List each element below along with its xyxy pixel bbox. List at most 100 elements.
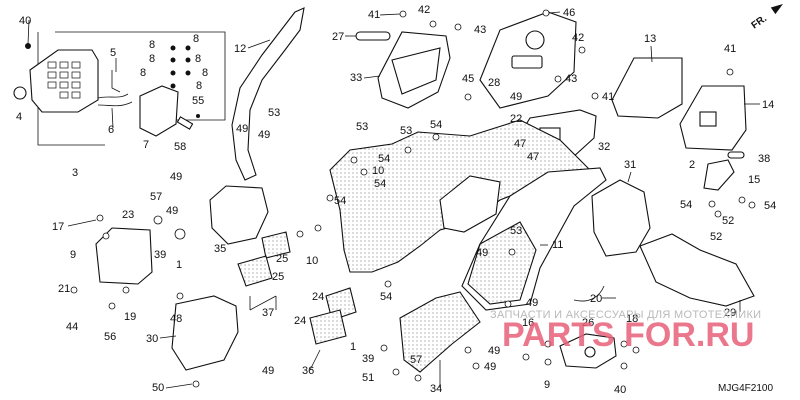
callout-c41c: 41: [724, 43, 736, 55]
callout-c3: 3: [72, 167, 78, 179]
callout-c45: 45: [462, 73, 474, 85]
callout-c54c: 54: [430, 119, 442, 131]
callout-c32: 32: [598, 141, 610, 153]
glovebox-lid-part: [611, 57, 683, 119]
callout-c42a: 42: [418, 4, 430, 16]
callout-c13: 13: [644, 33, 656, 45]
callout-c54g: 54: [380, 291, 392, 303]
callout-c49c: 49: [258, 129, 270, 141]
callout-c55: 55: [192, 95, 204, 107]
callout-c16: 16: [522, 317, 534, 329]
callout-c35: 35: [214, 243, 226, 255]
callout-c22: 22: [510, 113, 522, 125]
callout-c15: 15: [748, 174, 760, 186]
bracket-part: [703, 159, 735, 191]
callout-c31: 31: [624, 159, 636, 171]
callout-c30: 30: [146, 333, 158, 345]
callout-c49f: 49: [476, 247, 488, 259]
callout-c49e: 49: [166, 205, 178, 217]
lower-storage-part: [171, 295, 239, 371]
callout-c4: 4: [16, 111, 22, 123]
callout-c56: 56: [104, 331, 116, 343]
callout-c8d: 8: [195, 53, 201, 65]
callout-c57b: 57: [410, 354, 422, 366]
callout-c23: 23: [122, 209, 134, 221]
right-lower-shroud-part: [639, 233, 755, 307]
callout-c29: 29: [724, 307, 736, 319]
callout-c9b: 9: [544, 379, 550, 391]
front-direction-arrow: FR.: [750, 3, 783, 31]
callout-c49b: 49: [236, 123, 248, 135]
knob-part: [13, 86, 27, 100]
callout-c12: 12: [234, 43, 246, 55]
callout-c7: 7: [143, 139, 149, 151]
callout-c49g: 49: [262, 365, 274, 377]
callout-c42b: 42: [572, 32, 584, 44]
callout-c37: 37: [262, 307, 274, 319]
callout-c49i: 49: [484, 361, 496, 373]
callout-c2: 2: [689, 159, 695, 171]
callout-c53d: 53: [510, 225, 522, 237]
callout-c54f: 54: [334, 195, 346, 207]
callout-c54b: 54: [764, 200, 776, 212]
callout-c54a: 54: [680, 199, 692, 211]
callout-c8a: 8: [149, 39, 155, 51]
callout-c47b: 47: [527, 151, 539, 163]
right-upper-shroud-part: [591, 179, 651, 257]
lower-center-panel-part: [399, 291, 481, 373]
callout-c38: 38: [758, 153, 770, 165]
callout-c10a: 10: [372, 165, 384, 177]
switch-panel-group: [13, 31, 226, 146]
callout-c1b: 1: [350, 341, 356, 353]
mat-part-a: [261, 231, 291, 259]
callout-c48: 48: [170, 313, 182, 325]
switch-panel-part: [29, 49, 99, 113]
callout-c11: 11: [552, 239, 563, 251]
callout-c19: 19: [124, 311, 136, 323]
callout-c14: 14: [762, 99, 774, 111]
callout-c8e: 8: [140, 67, 146, 79]
direction-label: FR.: [750, 13, 770, 31]
callout-c51: 51: [362, 372, 374, 384]
callout-c25a: 25: [276, 253, 288, 265]
callout-c9a: 9: [70, 249, 76, 261]
callout-c53c: 53: [400, 125, 412, 137]
callout-c52a: 52: [722, 215, 734, 227]
wire-harness-part: [97, 70, 133, 107]
callout-c24b: 24: [294, 315, 306, 327]
callout-c27: 27: [332, 31, 344, 43]
callout-c49h: 49: [488, 345, 500, 357]
left-side-cover-part: [231, 7, 305, 181]
callout-c40a: 40: [19, 15, 31, 27]
callout-c49j: 49: [526, 297, 538, 309]
fasteners: [70, 9, 756, 388]
callout-c40b: 40: [614, 384, 626, 396]
callout-c50: 50: [152, 382, 164, 394]
floor-mat-part-b: [309, 309, 347, 345]
callout-c54e: 54: [374, 178, 386, 190]
callout-c57a: 57: [150, 191, 162, 203]
callout-c6: 6: [108, 124, 114, 136]
callout-c41a: 41: [368, 9, 380, 21]
cable-part: [573, 285, 605, 302]
callout-c33: 33: [350, 72, 362, 84]
callout-c25b: 25: [272, 271, 284, 283]
left-lower-cover-part: [209, 185, 269, 245]
callout-c10b: 10: [306, 255, 318, 267]
callout-c39a: 39: [154, 249, 166, 261]
callout-c54d: 54: [378, 153, 390, 165]
callout-c36: 36: [302, 365, 314, 377]
callout-c8c: 8: [149, 53, 155, 65]
cover-plate-part: [95, 227, 153, 285]
callout-c49a: 49: [510, 91, 522, 103]
callout-c43b: 43: [565, 73, 577, 85]
callout-c44: 44: [66, 321, 78, 333]
diagram-code: MJG4F2100: [718, 383, 773, 394]
callout-c8f: 8: [202, 67, 208, 79]
callout-c8b: 8: [193, 33, 199, 45]
callout-c58: 58: [174, 141, 186, 153]
callout-c21: 21: [58, 283, 70, 295]
callout-c46: 46: [563, 7, 575, 19]
callout-c28: 28: [488, 77, 500, 89]
